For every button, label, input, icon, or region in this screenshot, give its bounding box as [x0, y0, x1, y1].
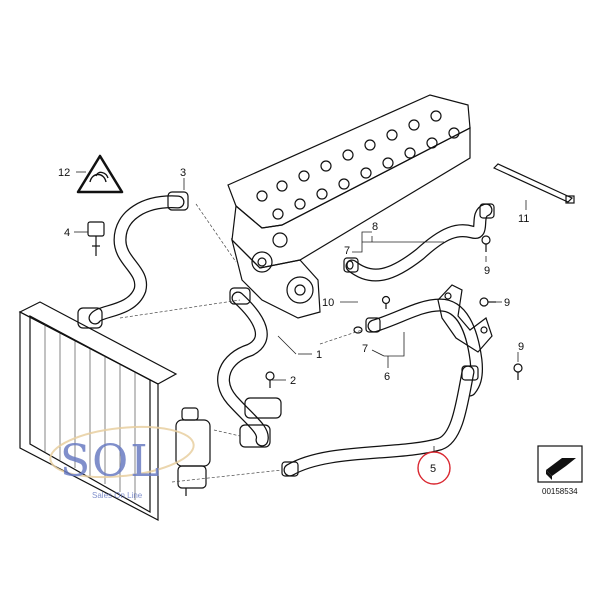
expansion-tank	[175, 407, 211, 496]
callouts: 12 3 4 1 2 7 8 10 7 6 9 9 9 11	[58, 167, 529, 387]
callout-10: 10	[322, 297, 334, 309]
callout-6: 6	[384, 371, 390, 383]
callout-3: 3	[180, 167, 186, 179]
cable-tie	[492, 163, 575, 204]
callout-9-bottom: 9	[518, 341, 524, 353]
watermark-logo: SOL	[60, 436, 161, 487]
warning-label	[76, 154, 124, 194]
callout-2: 2	[290, 375, 296, 387]
sol-watermark: SOL Sales On Line	[49, 425, 195, 500]
valve-cover-bolts	[256, 110, 460, 220]
hose-8	[343, 203, 495, 282]
callout-5: 5	[430, 463, 436, 475]
callout-5-highlight: 5	[417, 446, 451, 485]
diagram-ref-number: 00158534	[542, 487, 578, 496]
hose-6	[365, 298, 483, 397]
bolts	[265, 235, 523, 388]
callout-7-lower: 7	[362, 343, 368, 355]
bracket	[437, 284, 493, 353]
callout-11: 11	[518, 213, 529, 225]
callout-9-mid: 9	[504, 297, 510, 309]
hose-5	[281, 365, 479, 477]
assembly-guides	[119, 203, 363, 483]
callout-1: 1	[316, 349, 322, 361]
o-rings	[346, 260, 363, 334]
callout-8: 8	[372, 221, 378, 233]
hose-3	[77, 191, 189, 329]
cylinder-head	[227, 94, 471, 319]
reference-icon	[537, 445, 583, 483]
callout-12: 12	[58, 167, 70, 179]
temperature-sensor	[87, 221, 105, 256]
front-pulleys	[251, 232, 314, 304]
callout-4: 4	[64, 227, 70, 239]
callout-7-upper: 7	[344, 245, 350, 257]
callout-9-top: 9	[484, 265, 490, 277]
hose-1	[217, 287, 282, 448]
radiator	[18, 301, 178, 521]
watermark-tagline: Sales On Line	[92, 491, 143, 500]
